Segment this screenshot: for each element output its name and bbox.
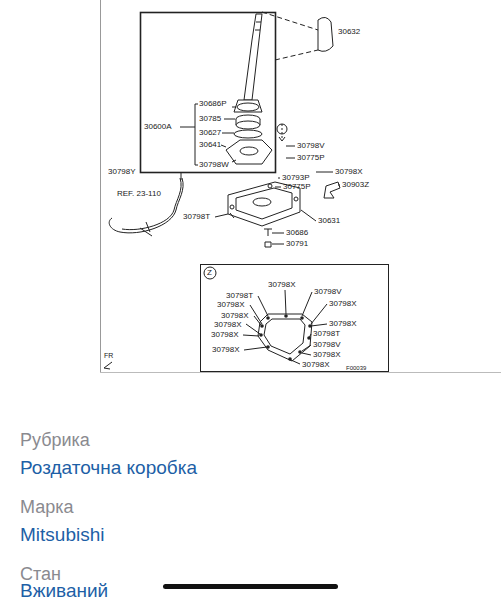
- callout-number: 30798Y: [108, 168, 136, 176]
- callout-number: 30798X: [217, 301, 245, 309]
- callout-number: 30798X: [329, 300, 357, 308]
- callout-number: 30627: [199, 129, 221, 137]
- callout-number: 30632: [338, 28, 360, 36]
- direction-marker: FR: [104, 352, 113, 359]
- field-value: Вживаний: [20, 581, 108, 600]
- callout-number: 30798T: [313, 330, 340, 338]
- callout-number: 30686: [286, 229, 308, 237]
- field-label: Марка: [20, 498, 74, 516]
- callout-number: 30775P: [297, 154, 325, 162]
- callout-number: 30798V: [314, 288, 342, 296]
- callout-number: 30791: [286, 240, 308, 248]
- callout-number: 30798X: [214, 321, 242, 329]
- callout-number: 30798X: [335, 168, 363, 176]
- callout-number: 30798W: [199, 161, 229, 169]
- callout-number: 30798V: [297, 142, 325, 150]
- callout-number: 30798X: [268, 281, 296, 289]
- callout-number: 30798X: [302, 361, 330, 369]
- callout-number: 30903Z: [342, 181, 369, 189]
- callout-number: 30785: [199, 115, 221, 123]
- callout-number: 30798V: [313, 341, 341, 349]
- callout-number: 30641: [199, 141, 221, 149]
- callout-number: 30798X: [329, 320, 357, 328]
- callout-number: 30798X: [313, 351, 341, 359]
- callout-number: 30798T: [226, 292, 253, 300]
- callout-number: 30631: [318, 217, 340, 225]
- callout-number: 30798T: [183, 213, 210, 221]
- home-indicator: [163, 584, 338, 589]
- callout-number: 30686P: [199, 100, 227, 108]
- reference-note: REF. 23-110: [117, 190, 161, 198]
- callout-number: 30775P: [283, 183, 311, 191]
- view-marker: Z: [207, 269, 212, 277]
- field-value: Mitsubishi: [20, 525, 104, 544]
- callout-number: 30793P: [282, 174, 310, 182]
- callout-number: 30798X: [212, 346, 240, 354]
- field-label: Рубрика: [20, 431, 90, 449]
- callout-number: 30798X: [221, 312, 249, 320]
- figure-code: F00039: [346, 365, 366, 371]
- callout-number: 30798X: [211, 331, 239, 339]
- callout-number: 30600A: [144, 123, 172, 131]
- field-value: Роздаточна коробка: [20, 458, 197, 477]
